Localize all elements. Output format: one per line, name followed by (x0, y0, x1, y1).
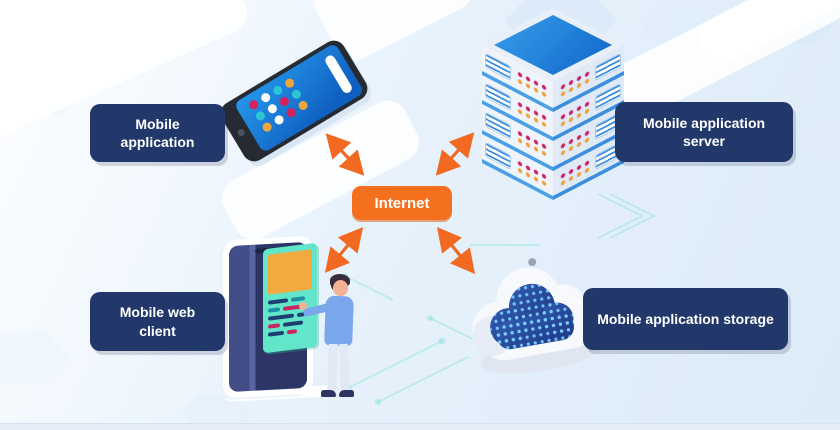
node-label-mobile-application-storage: Mobile application storage (583, 288, 788, 350)
internet-hub-node: Internet (352, 186, 452, 220)
node-label-text: Mobile web client (119, 304, 196, 339)
person-figure (299, 272, 371, 408)
node-label-text: Mobile application server (642, 114, 766, 149)
person-body (324, 295, 354, 347)
internet-label: Internet (374, 194, 430, 212)
node-label-mobile-application-server: Mobile application server (615, 102, 793, 162)
bottom-edge-strip (0, 423, 840, 430)
node-label-text: Mobile application (120, 115, 195, 150)
person-shoe (321, 390, 336, 397)
person-leg (338, 343, 351, 393)
node-label-mobile-application: Mobile application (90, 104, 225, 162)
web-page-panel (263, 242, 317, 354)
person-shoe (339, 390, 354, 397)
node-label-text: Mobile application storage (597, 310, 774, 327)
cloud-storage-illustration (447, 235, 629, 401)
server-stack-illustration (482, 8, 624, 208)
person-leg (327, 343, 338, 393)
smartphone-screen (233, 42, 365, 154)
mobile-kiosk-illustration (215, 230, 375, 410)
page-image-block (268, 249, 312, 295)
smartphone-camera-icon (236, 127, 247, 138)
smartphone-body (216, 36, 372, 166)
smartphone-illustration (215, 36, 375, 166)
person-head (333, 280, 348, 296)
node-label-mobile-web-client: Mobile web client (90, 292, 225, 351)
app-icons-grid (247, 74, 322, 146)
person-hand (299, 302, 307, 310)
search-bar-shape (323, 53, 354, 95)
